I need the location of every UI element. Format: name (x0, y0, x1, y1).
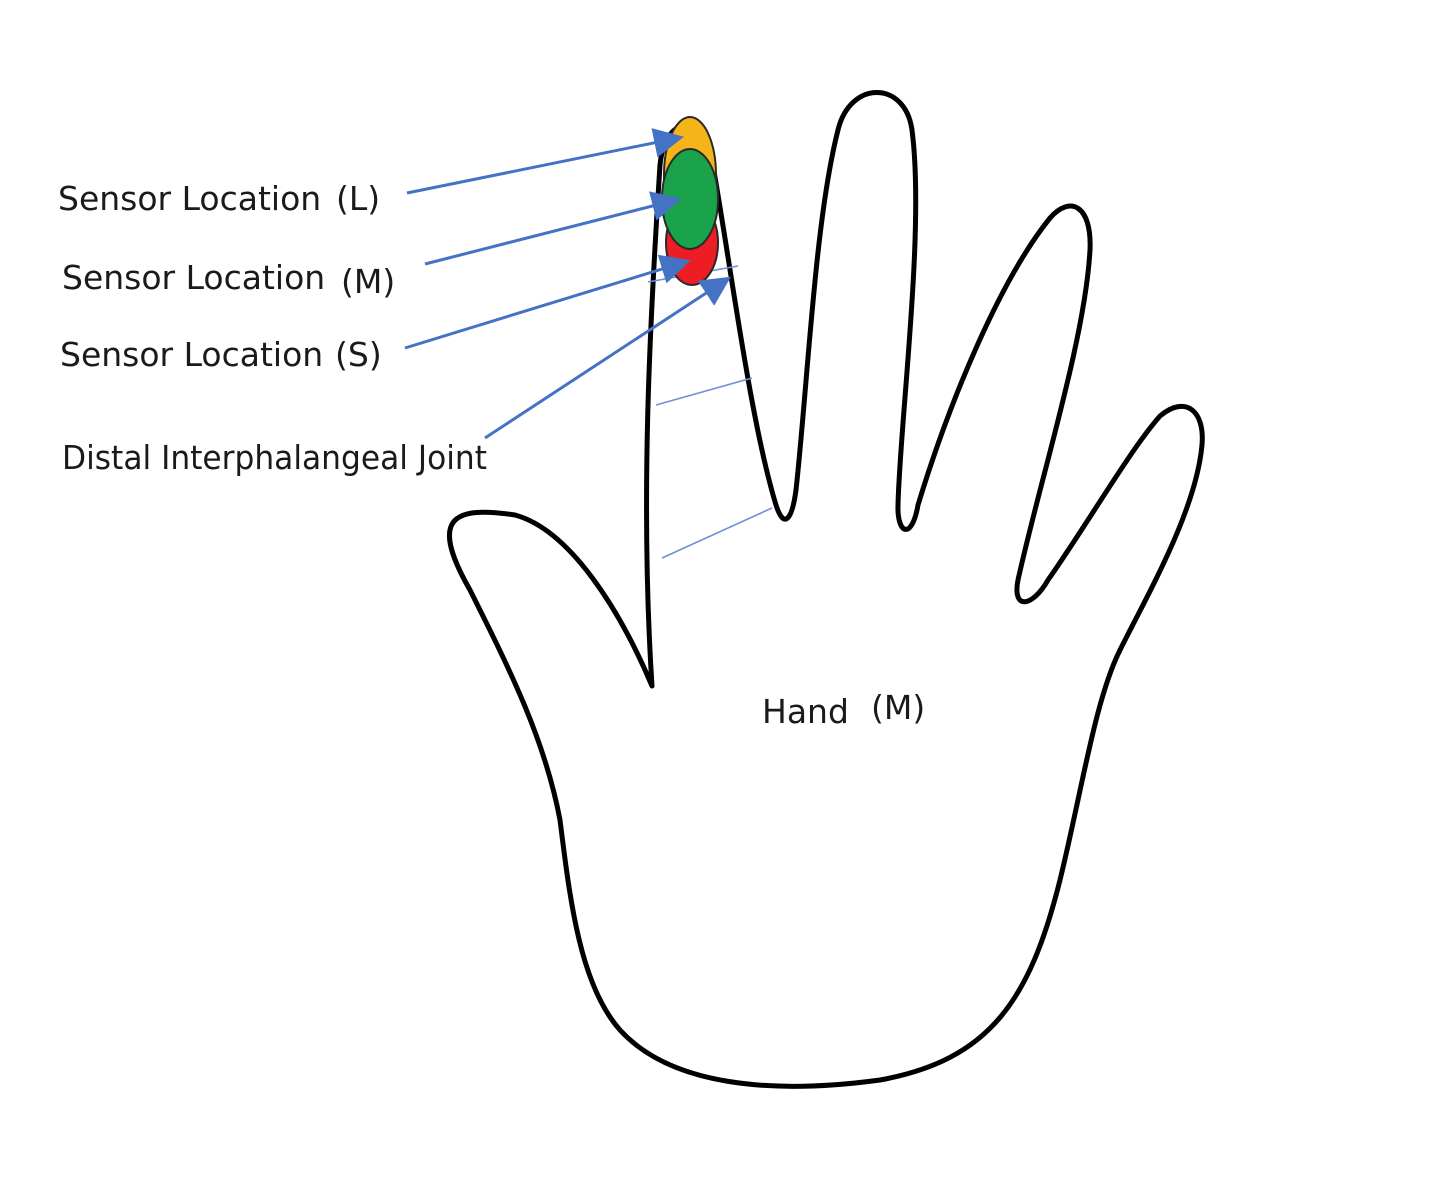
label-dip-joint: Distal Interphalangeal Joint (62, 438, 487, 477)
label-sensor-l: Sensor Location (58, 179, 321, 218)
label-sensor-l-code: (L) (336, 179, 380, 218)
label-sensor-s: Sensor Location (60, 335, 323, 374)
label-sensor-s-code: (S) (335, 335, 382, 374)
arrow-sensor-l (406, 128, 684, 195)
sensor-medium-ellipse (661, 148, 719, 250)
pip-crease-line (655, 377, 753, 406)
arrow-sensor-m (424, 191, 682, 266)
arrow-sensor-s (404, 254, 691, 350)
label-hand-code: (M) (871, 688, 925, 727)
label-sensor-m-code: (M) (341, 262, 395, 301)
mcp-crease-line (661, 507, 773, 559)
label-sensor-m: Sensor Location (62, 258, 325, 297)
label-hand: Hand (762, 692, 849, 731)
arrow-dip-joint (484, 276, 732, 440)
hand-outline (446, 90, 1205, 1089)
